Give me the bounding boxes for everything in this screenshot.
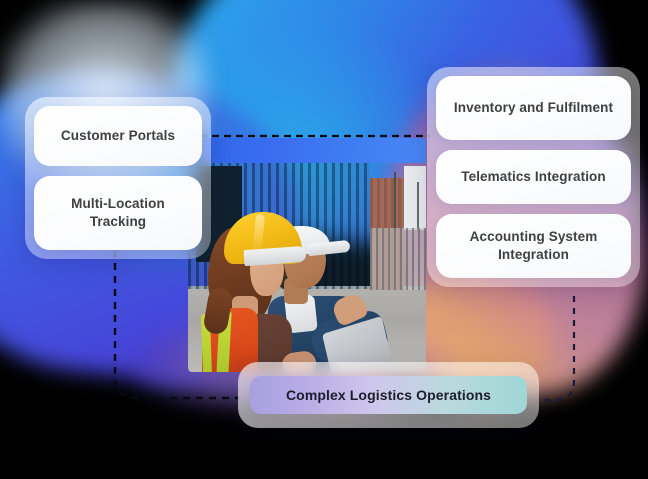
feature-card-telematics-integration[interactable]: Telematics Integration [436,150,631,204]
feature-card-label: Customer Portals [60,128,176,144]
photo-pole [394,172,396,230]
feature-card-accounting-system-integration[interactable]: Accounting System Integration [436,214,631,278]
chip-label: Complex Logistics Operations [285,387,492,403]
bottom-summary-panel: Complex Logistics Operations [238,362,539,428]
feature-card-inventory-and-fulfilment[interactable]: Inventory and Fulfilment [436,76,631,140]
feature-card-customer-portals[interactable]: Customer Portals [34,106,202,166]
photo-warehouse [404,166,426,230]
photo-pole-secondary [417,182,419,232]
left-feature-panel: Customer Portals Multi-Location Tracking [25,97,211,259]
logistics-photo [188,138,426,372]
photo-fence [370,228,426,290]
complex-logistics-operations-chip[interactable]: Complex Logistics Operations [250,376,527,414]
feature-card-label: Accounting System Integration [469,229,598,262]
feature-card-label: Telematics Integration [461,169,606,185]
right-feature-panel: Inventory and Fulfilment Telematics Inte… [427,67,640,287]
feature-card-multi-location-tracking[interactable]: Multi-Location Tracking [34,176,202,250]
photo-sky [188,138,426,163]
feature-card-label: Multi-Location Tracking [71,196,165,229]
feature-card-label: Inventory and Fulfilment [453,100,614,116]
